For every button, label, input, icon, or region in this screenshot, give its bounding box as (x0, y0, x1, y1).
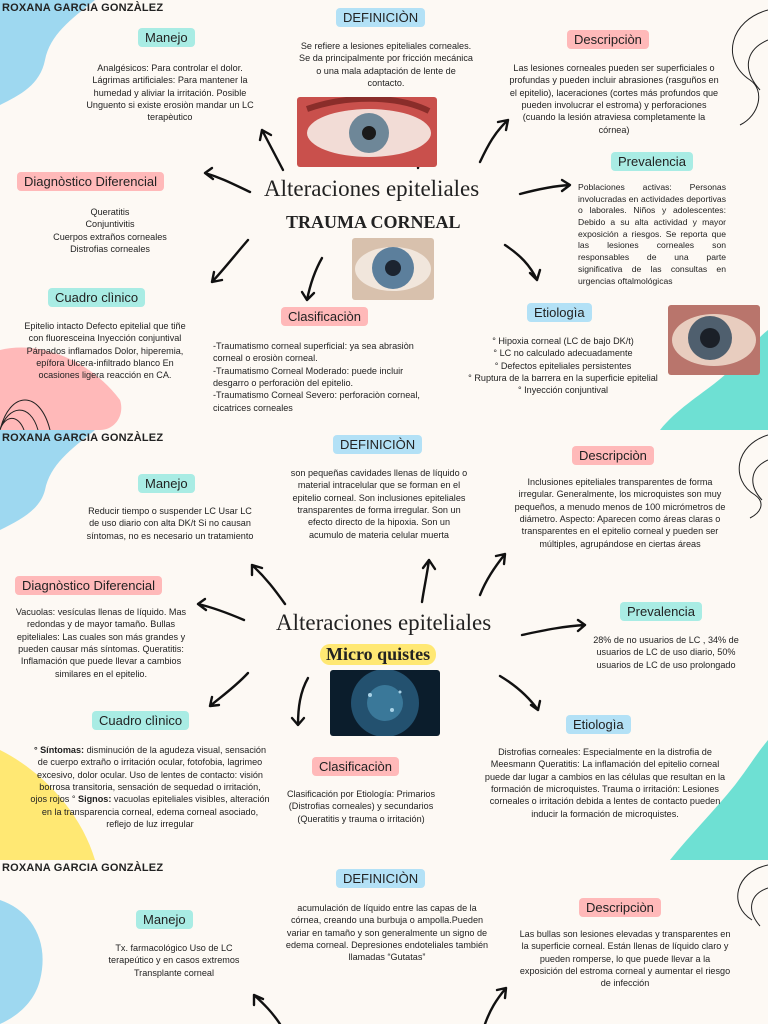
teal-blob-right (670, 740, 768, 860)
main-title: Alteraciones epiteliales (264, 176, 480, 201)
arrow-to-definicion (420, 558, 437, 604)
page-micro-quistes: ROXANA GARCIA GONZÀLEZ DEFINICIÒN son pe… (0, 430, 768, 860)
arrow-to-diagnostico (203, 166, 252, 194)
arrow-to-manejo (258, 128, 285, 172)
main-title: Alteraciones epiteliales (276, 610, 492, 635)
clasificacion-label: Clasificaciòn (312, 757, 399, 776)
clasificacion-label: Clasificaciòn (281, 307, 368, 326)
diagnostico-list: Queratitis Conjuntivitis Cuerpos extraño… (20, 206, 200, 255)
page-trauma-corneal: ROXANA GARCIA GONZÀLEZ DEFINICIÒN Se ref… (0, 0, 768, 430)
teal-blob-top-left (0, 430, 95, 530)
yellow-blob-left (0, 750, 95, 860)
manejo-label: Manejo (138, 28, 195, 47)
arrow-to-clasificacion (290, 676, 310, 727)
definicion-label: DEFINICIÒN (336, 8, 426, 27)
manejo-text: Reducir tiempo o suspender LC Usar LC de… (86, 506, 254, 541)
cuadro-label: Cuadro clìnico (48, 288, 146, 307)
definicion-label: DEFINICIÒN (336, 869, 426, 888)
etiologia-item: ° Hipoxia corneal (LC de bajo DK/t) (492, 336, 634, 346)
arrow-to-prevalencia (518, 178, 572, 196)
diagnostico-label: Diagnòstico Diferencial (17, 172, 164, 191)
arrow-to-diagnostico (196, 597, 246, 622)
cuadro-text: Epitelio intacto Defecto epitelial que t… (24, 321, 186, 381)
diagnostico-text: Vacuolas: vesículas llenas de líquido. M… (15, 607, 187, 679)
clasificacion-item: -Traumatismo Corneal Moderado: puede inc… (213, 365, 404, 389)
prevalencia-text: 28% de no usuarios de LC , 34% de usuari… (593, 635, 739, 670)
sintomas-text: disminución de la agudeza visual, sensac… (30, 745, 267, 805)
arrow-to-clasificacion (300, 256, 324, 302)
clasificacion-item: -Traumatismo corneal superficial: ya sea… (213, 341, 414, 364)
decorative-lines-right (732, 9, 768, 126)
author-name: ROXANA GARCIA GONZÀLEZ (2, 2, 164, 14)
arrow-to-cuadro (208, 671, 250, 708)
arrows-page3 (252, 986, 508, 1024)
descripcion-label: Descripciòn (579, 898, 661, 917)
arrow-to-cuadro (210, 238, 250, 284)
arrows-page2 (196, 552, 587, 727)
arrow-to-descripcion (478, 118, 510, 164)
definicion-text: son pequeñas cavidades llenas de líquido… (290, 468, 468, 540)
descripcion-text: Inclusiones epiteliales transparentes de… (514, 477, 726, 549)
prevalencia-label: Prevalencia (620, 602, 702, 621)
arrow-to-manejo (252, 993, 282, 1024)
cuadro-label: Cuadro clìnico (92, 711, 190, 730)
arrow-to-manejo (250, 563, 287, 606)
definicion-label: DEFINICIÒN (333, 435, 423, 454)
etiologia-label: Etiologìa (566, 715, 631, 734)
teal-blob-right (660, 330, 768, 430)
eye-photo-etiologia (668, 305, 760, 375)
page-bullas: ROXANA GARCIA GONZÀLEZ DEFINICIÒN acumul… (0, 860, 768, 1024)
eye-photo-red (297, 97, 437, 167)
decorative-lines-right (738, 434, 768, 519)
manejo-text: Tx. farmacológico Uso de LC terapeútico … (108, 943, 240, 978)
prevalencia-text: Poblaciones activas: Personas involucrad… (578, 182, 726, 286)
cuadro-text: ° Síntomas: disminución de la agudeza vi… (30, 744, 270, 831)
clasificacion-text: Clasificación por Etiología: Primarios (… (286, 789, 436, 824)
pink-blob-left (0, 347, 122, 430)
manejo-label: Manejo (138, 474, 195, 493)
eye-photo-microquistes (330, 670, 440, 736)
descripcion-text: Las lesiones corneales pueden ser superf… (509, 63, 719, 135)
diagnostico-item: Queratitis (90, 207, 130, 217)
blue-blob-left (0, 900, 43, 1024)
definicion-text: Se refiere a lesiones epiteliales cornea… (299, 41, 473, 89)
definicion-text: acumulación de líquido entre las capas d… (285, 903, 489, 963)
clasificacion-list: -Traumatismo corneal superficial: ya sea… (213, 340, 441, 414)
etiologia-item: ° Defectos epiteliales persistentes (494, 360, 632, 371)
diagnostico-item: Cuerpos extraños corneales (53, 231, 167, 242)
sintomas-label: ° Síntomas: (33, 745, 85, 755)
main-subtitle: Micro quistes (320, 644, 437, 665)
signos-text: vacuolas epiteliales visibles, alteració… (41, 794, 270, 830)
arrow-to-etiologia (498, 674, 542, 712)
descripcion-label: Descripciòn (572, 446, 654, 465)
manejo-text: Analgésicos: Para controlar el dolor. Lá… (86, 63, 254, 123)
prevalencia-label: Prevalencia (611, 152, 693, 171)
etiologia-item: ° Ruptura de la barrera en la superficie… (468, 373, 658, 384)
decorative-lines-right (737, 864, 768, 927)
diagnostico-item: Distrofias corneales (70, 244, 150, 255)
etiologia-item: ° LC no calculado adecuadamente (493, 348, 633, 359)
arrow-to-etiologia (503, 243, 542, 282)
arrows-page1 (203, 118, 572, 302)
etiologia-text: Distrofias corneales: Especialmente en l… (484, 747, 726, 819)
manejo-label: Manejo (136, 910, 193, 929)
clasificacion-item: -Traumatismo Corneal Severo: perforaciòn… (213, 390, 420, 413)
eye-photo-cornea (352, 238, 434, 300)
arrow-to-descripcion (483, 986, 508, 1024)
decorative-lines-left (0, 399, 51, 430)
author-name: ROXANA GARCIA GONZÀLEZ (2, 432, 164, 444)
etiologia-label: Etiologìa (527, 303, 592, 322)
arrow-to-prevalencia (520, 618, 587, 637)
diagnostico-label: Diagnòstico Diferencial (15, 576, 162, 595)
author-name: ROXANA GARCIA GONZÀLEZ (2, 862, 164, 874)
etiologia-list: ° Hipoxia corneal (LC de bajo DK/t) ° LC… (450, 335, 676, 397)
arrow-to-descripcion (478, 552, 507, 597)
diagnostico-item: Conjuntivitis (85, 219, 135, 230)
descripcion-label: Descripciòn (567, 30, 649, 49)
teal-blob-top-left (0, 0, 95, 105)
signos-label: Signos: (78, 794, 112, 805)
descripcion-text: Las bullas son lesiones elevadas y trans… (519, 929, 731, 989)
main-subtitle: TRAUMA CORNEAL (286, 212, 461, 232)
etiologia-item: ° Inyección conjuntival (517, 385, 609, 396)
